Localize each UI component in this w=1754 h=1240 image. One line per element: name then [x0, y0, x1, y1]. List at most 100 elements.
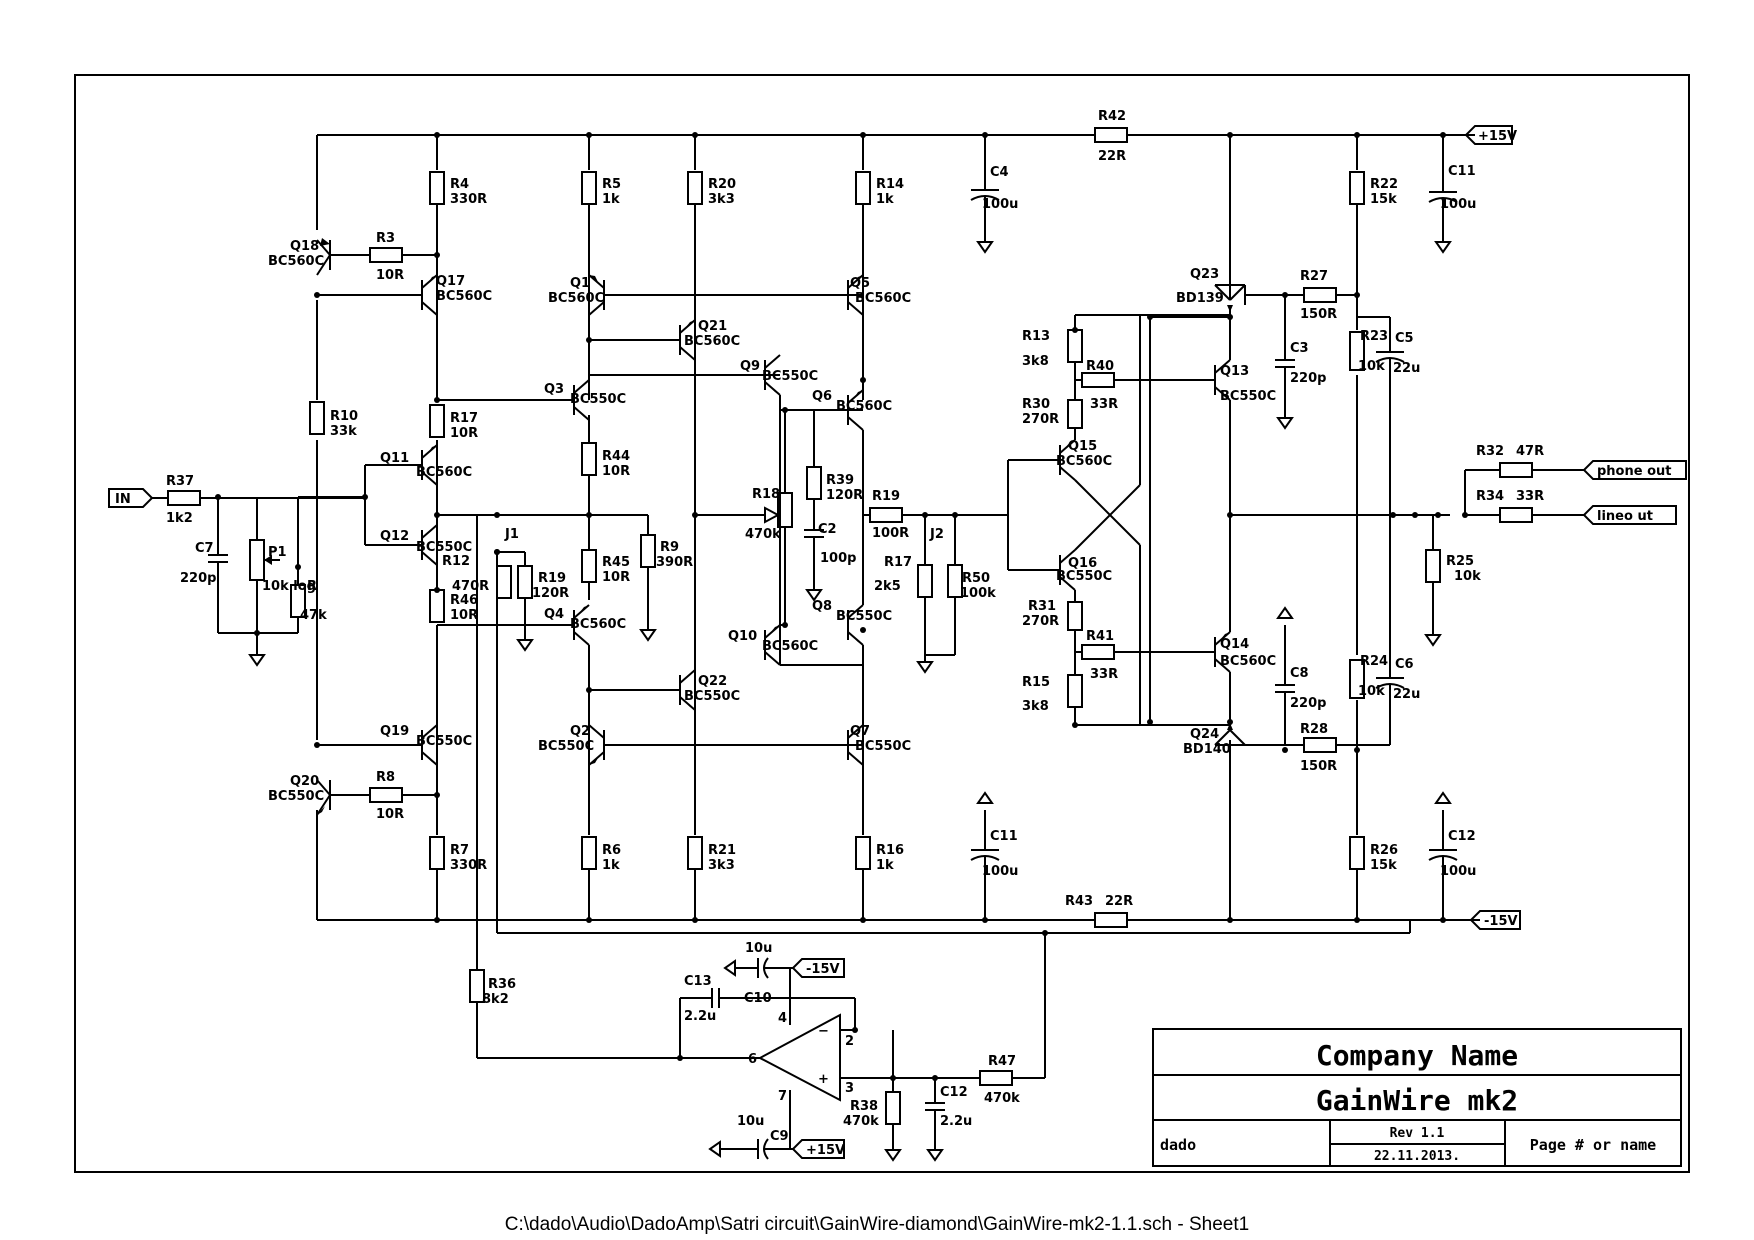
resistor-r44: R44 10R [581, 425, 630, 550]
svg-text:33R: 33R [1090, 397, 1118, 412]
jumper-j2: J2 [929, 527, 944, 542]
svg-text:47k: 47k [300, 608, 327, 623]
resistor-r31: R31 270R [1022, 599, 1083, 631]
svg-text:10R: 10R [602, 570, 630, 585]
svg-text:470R: 470R [452, 579, 489, 594]
svg-text:Q19: Q19 [380, 724, 409, 739]
svg-text:10R: 10R [450, 426, 478, 441]
port-in-label: IN [115, 492, 131, 507]
resistor-r20: R20 3k3 [687, 171, 736, 207]
svg-text:R28: R28 [1300, 722, 1328, 737]
svg-text:BC550C: BC550C [684, 689, 740, 704]
svg-text:P1: P1 [268, 545, 287, 560]
power-rails [316, 134, 1480, 934]
svg-text:BC550C: BC550C [570, 392, 626, 407]
svg-text:C7: C7 [195, 541, 214, 556]
svg-text:390R: 390R [656, 555, 693, 570]
svg-text:1k: 1k [602, 192, 620, 207]
svg-text:R21: R21 [708, 843, 736, 858]
svg-text:R10: R10 [330, 409, 358, 424]
capacitor-c10: C10 10u [744, 941, 793, 1015]
svg-text:R47: R47 [988, 1054, 1016, 1069]
svg-text:100k: 100k [960, 586, 996, 601]
resistor-r19-left: R19 120R [496, 551, 569, 640]
svg-text:C12: C12 [940, 1085, 968, 1100]
svg-text:R50: R50 [962, 571, 990, 586]
title-project: GainWire mk2 [1316, 1084, 1518, 1117]
svg-text:10k log: 10k log [262, 579, 316, 594]
svg-text:C10: C10 [744, 991, 772, 1006]
resistor-r16: R16 1k [855, 836, 904, 873]
transistor-q16: Q16 BC550C [1007, 460, 1141, 602]
port-vminus-opamp: -15V [791, 958, 845, 978]
resistor-r47: R47 470k [893, 933, 1046, 1106]
svg-text:R18: R18 [752, 487, 780, 502]
resistor-r38: R38 470k [843, 1030, 901, 1150]
svg-text:470k: 470k [984, 1091, 1020, 1106]
svg-text:J1: J1 [504, 527, 519, 542]
trimmer-r18: R18 470k [695, 410, 793, 625]
svg-text:15k: 15k [1370, 192, 1397, 207]
svg-text:R17: R17 [884, 555, 912, 570]
svg-text:C13: C13 [684, 974, 712, 989]
svg-text:R23: R23 [1360, 329, 1388, 344]
title-author: dado [1160, 1136, 1196, 1154]
transistor-q21: Q21 BC560C [589, 319, 740, 361]
interconnect-wires [437, 315, 1433, 725]
svg-text:C9: C9 [770, 1129, 789, 1144]
port-phone-out: phone out [1464, 460, 1687, 515]
svg-text:3k3: 3k3 [708, 192, 735, 207]
svg-text:270R: 270R [1022, 614, 1059, 629]
svg-text:BC560C: BC560C [855, 291, 911, 306]
jumper-j1: J1 [494, 527, 519, 933]
transistor-q2: Q2 BC550C [538, 715, 863, 766]
resistor-r42: R42 22R [1094, 109, 1128, 164]
ground-symbols [248, 241, 1452, 1162]
svg-text:BC560C: BC560C [836, 399, 892, 414]
svg-text:Q12: Q12 [380, 529, 409, 544]
svg-text:R20: R20 [708, 177, 736, 192]
transistor-q5: Q5 BC560C [847, 274, 911, 316]
svg-text:BC560C: BC560C [570, 617, 626, 632]
transistor-q12: Q12 BC550C [298, 465, 472, 566]
svg-text:R38: R38 [850, 1099, 878, 1114]
capacitor-c3: C3 220p [1275, 295, 1326, 418]
svg-text:BC550C: BC550C [268, 789, 324, 804]
title-revision: Rev 1.1 [1390, 1126, 1445, 1141]
resistor-r19-mid: R19 100R [863, 489, 1008, 541]
svg-text:+: + [818, 1072, 829, 1087]
svg-text:8k2: 8k2 [482, 992, 509, 1007]
transistor-q1: Q1 BC560C [548, 274, 863, 340]
svg-text:Q3: Q3 [544, 382, 564, 397]
transistor-q14: Q14 BC560C [1190, 515, 1276, 722]
transistor-q7: Q7 BC550C [847, 724, 911, 766]
svg-text:R: R [307, 579, 317, 594]
resistor-r4: R4 330R [429, 171, 487, 207]
svg-text:−: − [818, 1024, 829, 1039]
svg-text:R27: R27 [1300, 269, 1328, 284]
resistor-r25: R25 10k [1425, 515, 1481, 635]
svg-text:Q16: Q16 [1068, 556, 1097, 571]
port-line-out-label: lineo ut [1597, 509, 1653, 524]
capacitor-c13: C13 2.2u [679, 974, 856, 1058]
svg-text:10R: 10R [602, 464, 630, 479]
svg-text:100R: 100R [872, 526, 909, 541]
svg-text:R19: R19 [538, 571, 566, 586]
svg-text:10k: 10k [1358, 359, 1385, 374]
resistor-r9: R9 390R [589, 514, 693, 630]
svg-text:R15: R15 [1022, 675, 1050, 690]
svg-text:Q22: Q22 [698, 674, 727, 689]
svg-text:330R: 330R [450, 192, 487, 207]
svg-text:R7: R7 [450, 843, 469, 858]
svg-text:BC550C: BC550C [1056, 569, 1112, 584]
svg-text:BC550C: BC550C [1220, 389, 1276, 404]
svg-text:Q10: Q10 [728, 629, 757, 644]
svg-text:R30: R30 [1022, 397, 1050, 412]
svg-text:R16: R16 [876, 843, 904, 858]
port-vminus-bottom: -15V [1469, 910, 1521, 930]
svg-text:150R: 150R [1300, 307, 1337, 322]
resistor-r46: R46 10R [429, 589, 478, 623]
transistor-q23: Q23 BD139 [1075, 267, 1246, 725]
svg-text:R22: R22 [1370, 177, 1398, 192]
